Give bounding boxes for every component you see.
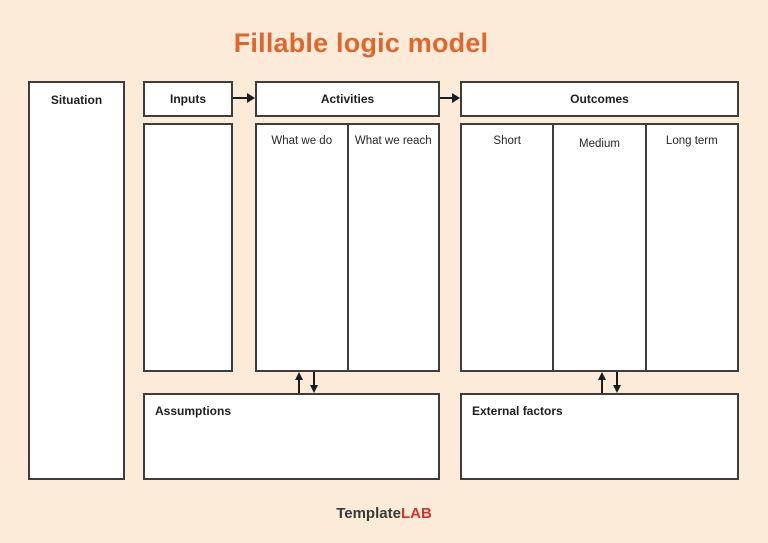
situation-box: Situation	[28, 81, 125, 480]
activities-content-box: What we do What we reach	[255, 123, 440, 372]
outcomes-column-long-term: Long term	[644, 125, 737, 370]
what-we-do-field[interactable]	[257, 147, 347, 370]
outcomes-label: Outcomes	[570, 92, 629, 106]
inputs-label: Inputs	[170, 92, 206, 106]
what-we-do-label: What we do	[271, 135, 333, 147]
page-title: Fillable logic model	[233, 28, 489, 58]
outcomes-column-medium: Medium	[552, 125, 644, 370]
situation-field[interactable]	[30, 107, 123, 478]
long-term-label: Long term	[665, 135, 718, 147]
short-field[interactable]	[462, 147, 552, 370]
external-factors-label: External factors	[472, 404, 563, 418]
activities-column-what-we-do: What we do	[257, 125, 347, 370]
arrow-up-icon	[295, 372, 303, 393]
inputs-field[interactable]	[143, 123, 233, 372]
medium-field[interactable]	[554, 150, 644, 370]
activities-header-box: Activities	[255, 81, 440, 117]
long-term-field[interactable]	[647, 147, 737, 370]
outcomes-column-short: Short	[462, 125, 552, 370]
medium-label: Medium	[579, 138, 620, 150]
assumptions-label: Assumptions	[155, 404, 232, 418]
activities-label: Activities	[320, 92, 375, 106]
arrow-down-icon	[613, 372, 621, 393]
external-factors-field[interactable]	[462, 418, 737, 478]
what-we-reach-field[interactable]	[349, 147, 439, 370]
short-label: Short	[493, 135, 521, 147]
what-we-reach-label: What we reach	[354, 135, 432, 147]
arrow-up-icon	[598, 372, 606, 393]
arrow-right-icon	[440, 93, 460, 103]
arrow-down-icon	[310, 372, 318, 393]
external-factors-box: External factors	[460, 393, 739, 480]
arrow-right-icon	[233, 93, 255, 103]
assumptions-field[interactable]	[145, 418, 438, 478]
situation-label: Situation	[50, 93, 103, 107]
outcomes-header-box: Outcomes	[460, 81, 739, 117]
activities-column-what-we-reach: What we reach	[346, 125, 439, 370]
inputs-header-box: Inputs	[143, 81, 233, 117]
logo-text-accent: LAB	[400, 505, 432, 522]
logo-text-primary: Template	[336, 505, 401, 522]
assumptions-box: Assumptions	[143, 393, 440, 480]
templatelab-logo: TemplateLAB	[0, 505, 768, 522]
outcomes-content-box: Short Medium Long term	[460, 123, 739, 372]
